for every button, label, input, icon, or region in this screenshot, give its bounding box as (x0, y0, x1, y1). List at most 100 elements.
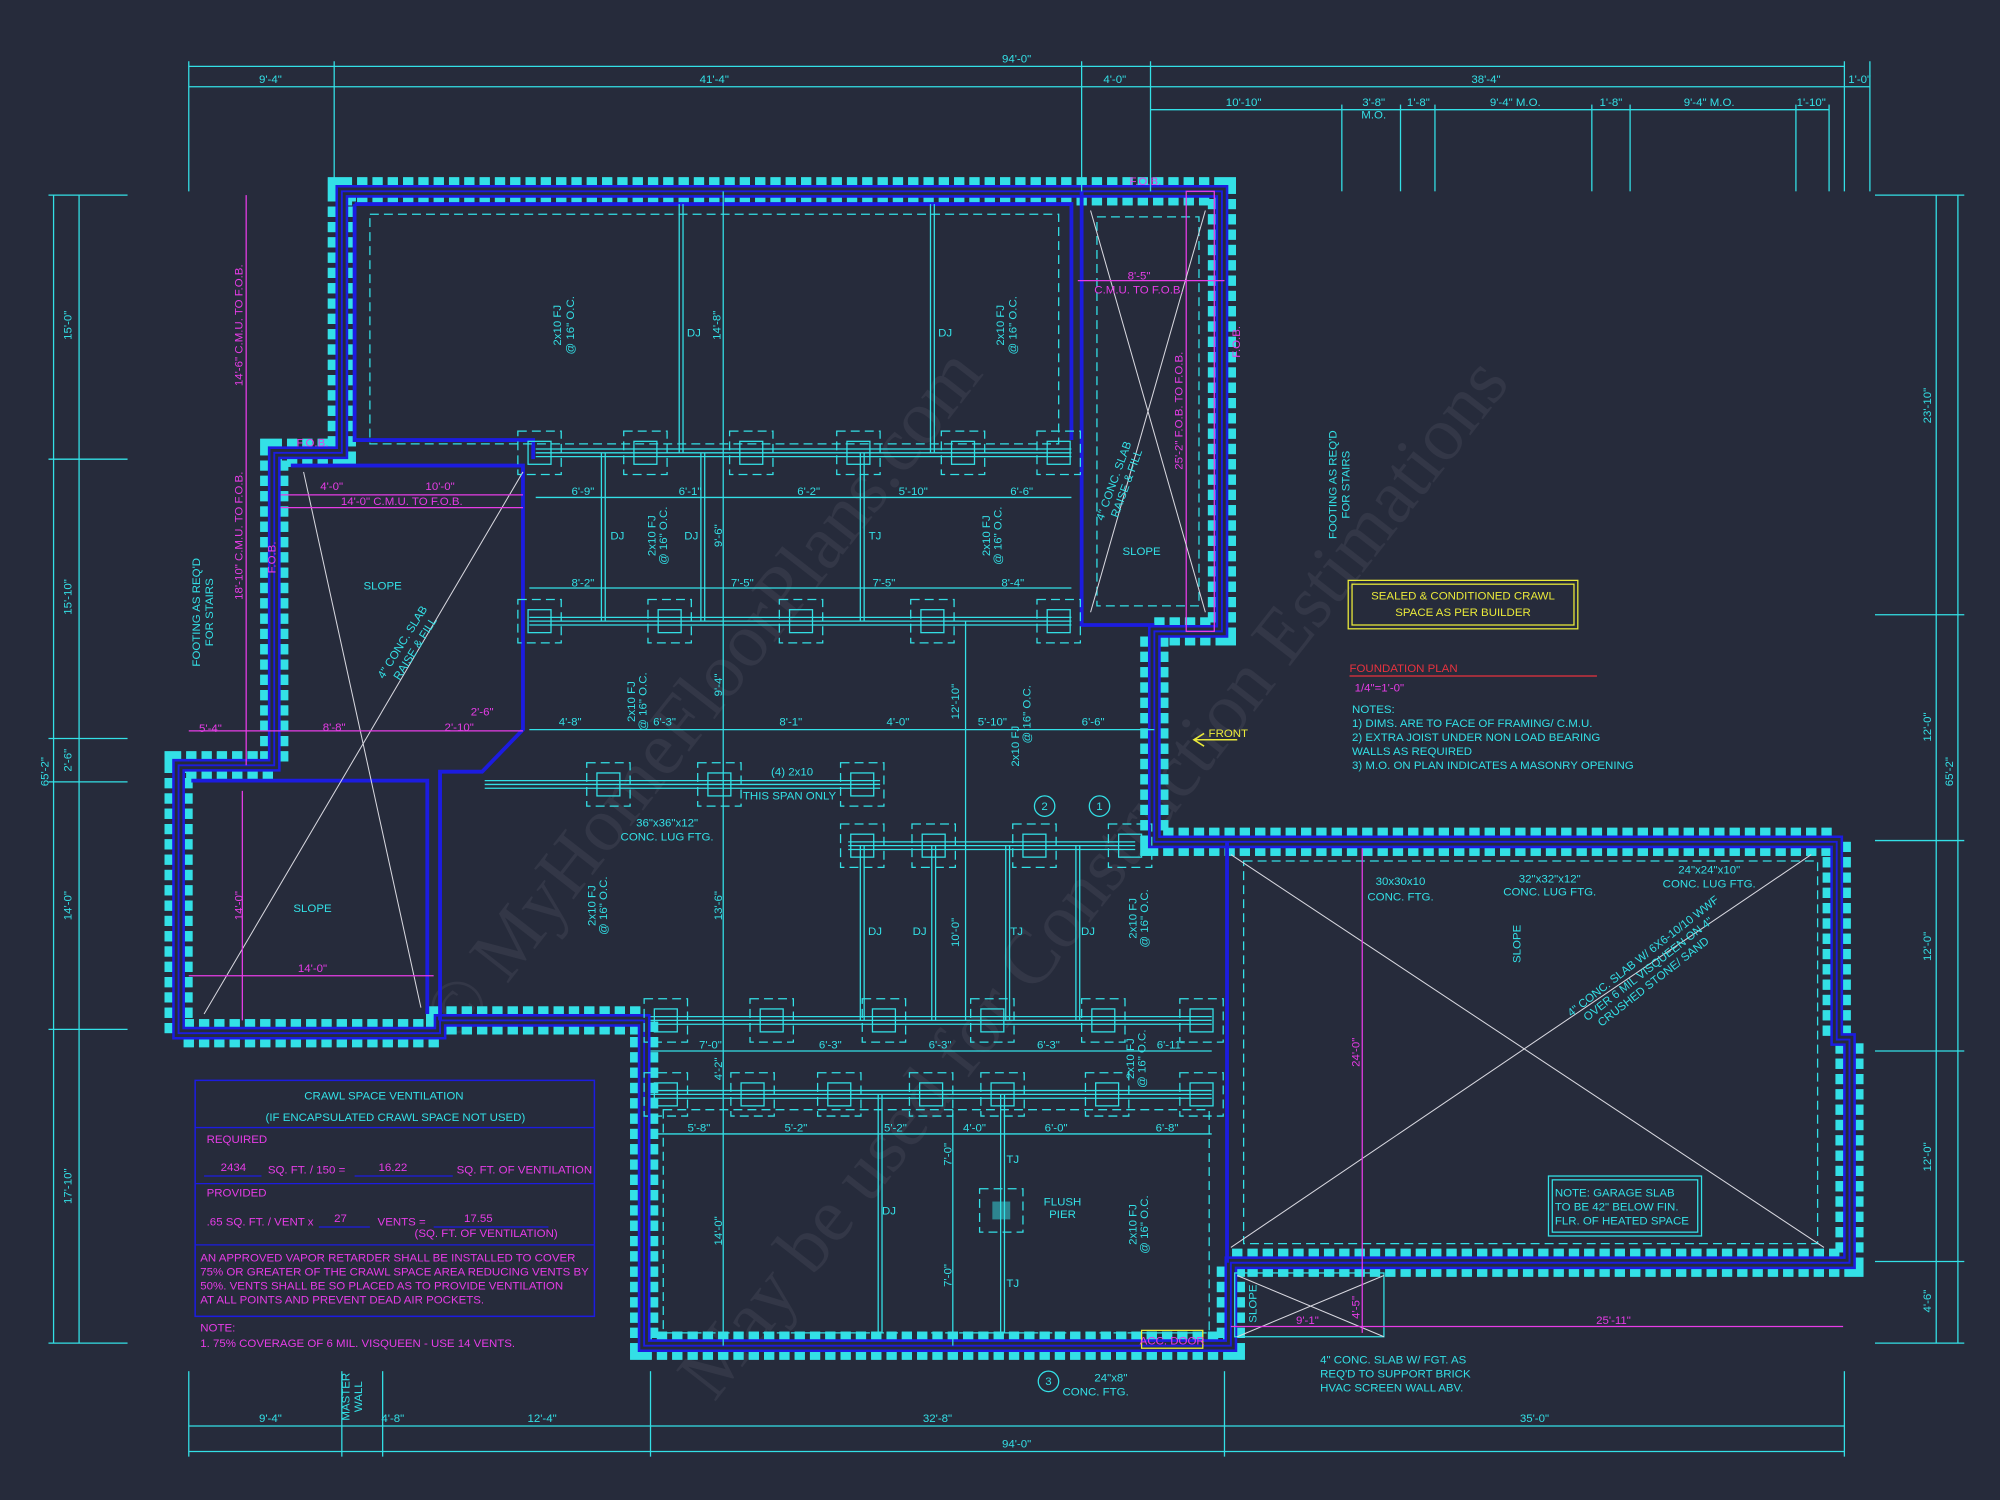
pier (633, 440, 658, 465)
label-plan-labels-tj: TJ (1006, 1278, 1019, 1290)
label-plan-labels-footing-stairs-1: FOR STAIRS (1340, 450, 1352, 518)
label-dimensions-top-row2-7: 1'-10" (1797, 97, 1826, 109)
label-plan-labels-row4-1: 6'-3" (819, 1039, 842, 1051)
label-dimensions-top-row2-1: 3'-8" (1362, 97, 1385, 109)
label-plan-labels-cmu-14-6: 14'-6" C.M.U. TO F.O.B. (233, 264, 245, 386)
label-plan-labels-fob: F.O.B. (1231, 326, 1243, 358)
pier (759, 1008, 784, 1033)
pier (527, 609, 552, 634)
pier-footing (910, 598, 955, 644)
label-plan-labels-row4-3: 6'-3" (1037, 1039, 1060, 1051)
pier-footing (1107, 823, 1153, 868)
pier-footing (970, 998, 1015, 1043)
label-notes-heading: NOTES: (1352, 704, 1395, 716)
label-dimensions-right-1: 12'-0" (1922, 712, 1934, 741)
label-plan-labels-oc: @ 16" O.C. (638, 672, 650, 730)
label-ventilation-retarder-2: 50%. VENTS SHALL BE SO PLACED AS TO PROV… (200, 1281, 563, 1293)
label-dimensions-top-row2-4: 9'-4" M.O. (1490, 97, 1541, 109)
label-plan-labels-d4-5: 4'-5" (1351, 1296, 1363, 1319)
pier-footing (730, 1072, 775, 1117)
label-plan-labels-fj: 2x10 FJ (587, 885, 599, 926)
label-plan-labels-hvac-1: REQ'D TO SUPPORT BRICK (1320, 1369, 1471, 1381)
label-plan-labels-flush-pier-1: PIER (1049, 1209, 1076, 1221)
label-plan-labels-cmu-14-0: 14'-0" C.M.U. TO F.O.B. (341, 496, 463, 508)
label-plan-labels-tag3: 3 (1045, 1376, 1051, 1388)
label-plan-labels-d14-8: 14'-8" (712, 311, 724, 340)
label-dimensions-top-row2-2: M.O. (1361, 110, 1386, 122)
label-dimensions-left-0: 15'-0" (62, 311, 74, 340)
label-plan-labels-d2-10: 2'-10" (445, 722, 474, 734)
label-notes-lines-0: 1) DIMS. ARE TO FACE OF FRAMING/ C.M.U. (1352, 718, 1592, 730)
pier (739, 440, 764, 465)
label-plan-labels-d5-4: 5'-4" (199, 723, 222, 735)
label-dimensions-top-row2-5: 1'-8" (1600, 97, 1623, 109)
label-plan-labels-dj: DJ (913, 926, 927, 938)
label-plan-labels-fj: 2x10 FJ (1125, 1038, 1137, 1079)
label-ventilation-retarder-3: AT ALL POINTS AND PREVENT DEAD AIR POCKE… (200, 1295, 484, 1307)
label-dimensions-top-row1-4: 1'-0" (1848, 74, 1871, 86)
label-dimensions-master-wall-0: MASTER (340, 1373, 352, 1421)
label-plan-labels-footing-stairs-1: FOR STAIRS (204, 578, 216, 646)
label-plan-labels-d10-0: 10'-0" (425, 481, 454, 493)
pier-footing (1179, 1072, 1224, 1117)
label-plan-labels-cmu-18-10: 18'-10" C.M.U. TO F.O.B. (233, 472, 245, 600)
pier-footing (1036, 430, 1081, 476)
label-plan-labels-d13-6: 13'-6" (713, 891, 725, 920)
pier (980, 1008, 1005, 1033)
pier-footing (1084, 1072, 1130, 1117)
label-plan-labels-oc: @ 16" O.C. (992, 507, 1004, 565)
pier-footing (778, 598, 824, 644)
label-plan-labels-row5-2: 5'-2" (884, 1122, 907, 1134)
label-plan-labels-slope: SLOPE (1122, 546, 1161, 558)
pier (788, 609, 814, 634)
pier (596, 772, 621, 797)
pier-footing (643, 1072, 689, 1117)
label-dimensions-left-4: 17'-10" (62, 1168, 74, 1204)
label-dimensions-left-3: 14'-0" (62, 891, 74, 920)
label-plan-labels-row1-4: 6'-6" (1010, 486, 1033, 498)
label-plan-labels-oc: @ 16" O.C. (1139, 889, 1151, 947)
label-plan-labels-d25-11: 25'-11" (1596, 1315, 1631, 1327)
pier-footing (908, 1072, 954, 1117)
label-plan-labels-d9-4: 9'-4" (713, 674, 725, 697)
label-ventilation-note-label: NOTE: (200, 1323, 235, 1335)
label-dimensions-top-row2-6: 9'-4" M.O. (1684, 97, 1735, 109)
pier (740, 1082, 765, 1107)
pier (1189, 1082, 1214, 1107)
label-ventilation-required-value: 16.22 (379, 1162, 408, 1174)
label-plan-labels-tj: TJ (1010, 926, 1023, 938)
label-plan-labels-fob: F.O.B. (267, 541, 279, 573)
label-notes-lines-1: 2) EXTRA JOIST UNDER NON LOAD BEARING (1352, 732, 1600, 744)
label-plan-labels-tj: TJ (1006, 1154, 1019, 1166)
pier-footing (816, 1072, 862, 1117)
label-ventilation-retarder-1: 75% OR GREATER OF THE CRAWL SPACE AREA R… (200, 1267, 589, 1279)
label-plan-labels-slope: SLOPE (364, 580, 403, 592)
beams-joists-piers (484, 204, 1224, 1333)
label-plan-labels-tag1: 1 (1096, 801, 1102, 813)
label-plan-labels-fob: F.O.B. (297, 437, 329, 449)
plan-annotations: 94'-0"9'-4"41'-4"4'-0"38'-4"1'-0"10'-10"… (39, 54, 1955, 1451)
label-plan-labels-d14-0: 14'-0" (298, 963, 327, 975)
label-plan-labels-oc: @ 16" O.C. (1136, 1029, 1148, 1087)
label-plan-labels-tj: TJ (869, 531, 882, 543)
label-notes-lines-2: WALLS AS REQUIRED (1352, 746, 1472, 758)
label-garage-note-2: FLR. OF HEATED SPACE (1555, 1215, 1689, 1227)
label-plan-labels-fj: 2x10 FJ (626, 681, 638, 722)
label-plan-labels-fj: 2x10 FJ (1010, 726, 1022, 767)
label-ventilation-retarder-0: AN APPROVED VAPOR RETARDER SHALL BE INST… (200, 1252, 575, 1264)
label-plan-labels-fj: 2x10 FJ (647, 515, 659, 556)
detail-tag-icon (1033, 795, 1056, 817)
label-plan-labels-fob-25-2: 25'-2" F.O.B. TO F.O.B. (1173, 352, 1185, 470)
label-plan-labels-oc: @ 16" O.C. (1139, 1195, 1151, 1253)
label-ventilation-provided-label: PROVIDED (207, 1187, 267, 1199)
label-plan-labels-d14-0: 14'-0" (713, 1216, 725, 1245)
label-dimensions-top-overall: 94'-0" (1002, 54, 1031, 66)
label-plan-labels-row2-3: 8'-4" (1001, 578, 1024, 590)
label-dimensions-top-row2-0: 10'-10" (1226, 97, 1262, 109)
pier (1022, 833, 1047, 858)
label-plan-labels-row5-5: 6'-8" (1156, 1122, 1179, 1134)
pier-footing (749, 998, 795, 1043)
label-plan-labels-fj: 2x10 FJ (552, 305, 564, 346)
pier (920, 609, 945, 634)
